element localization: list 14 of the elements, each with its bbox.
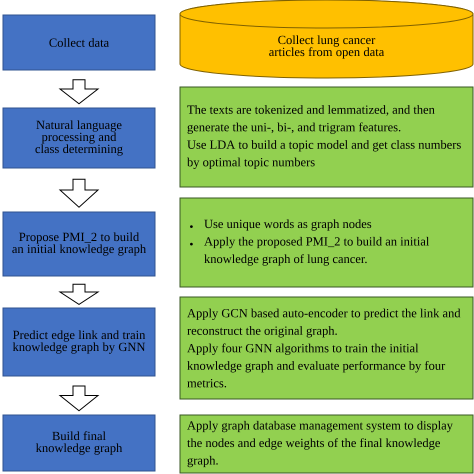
- text-box: The texts are tokenized and lemmatized, and then generate the uni-, bi-, and trigram features. Use LDA to build a topic model and get class numbers by optimal topic numbers: [180, 86, 474, 188]
- text-box: Apply GCN based auto-encoder to predict the link and reconstruct the original graph. Apply four GNN algorithms to train the initial knowledge graph and evaluate performance by four metrics.: [180, 296, 474, 400]
- process-box: Predict edge link and train knowledge graph by GNN: [2, 308, 156, 376]
- process-box: Propose PMI_2 to build an initial knowledge graph: [2, 212, 156, 276]
- process-box: Collect data: [2, 14, 156, 70]
- block-arrow: [58, 178, 100, 208]
- database-cylinder: Collect lung cancer articles from open data: [180, 0, 474, 78]
- block-arrow: [58, 284, 100, 305]
- text-box: Use unique words as graph nodes Apply the proposed PMI_2 to build an initial knowledge graph of lung cancer.: [180, 198, 474, 288]
- process-box: Natural language processing and class determining: [2, 108, 156, 168]
- text-box: Apply graph database management system to display the nodes and edge weights of the final knowledge graph.: [180, 414, 474, 474]
- block-arrow: [58, 79, 100, 104]
- block-arrow: [58, 386, 100, 412]
- process-box: Build final knowledge graph: [2, 414, 156, 472]
